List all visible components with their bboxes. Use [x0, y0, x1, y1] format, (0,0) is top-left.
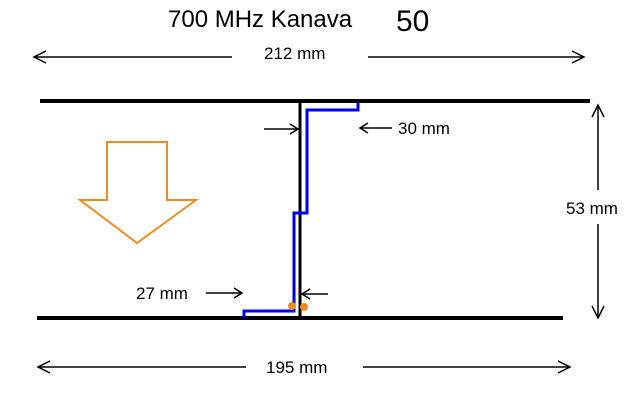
feed-line — [242, 103, 360, 318]
diagram-title: 700 MHz Kanava — [168, 6, 353, 33]
top-width-dimension — [32, 50, 586, 64]
upper-gap-dimension — [264, 122, 392, 135]
upper-gap-label: 30 mm — [398, 119, 450, 138]
channel-number: 50 — [396, 5, 429, 38]
height-dimension — [591, 103, 605, 320]
feed-point-left — [288, 302, 296, 310]
top-width-label: 212 mm — [264, 44, 325, 63]
bottom-width-dimension — [36, 360, 572, 374]
lower-gap-dimension — [206, 287, 328, 300]
bottom-width-label: 195 mm — [266, 358, 327, 377]
down-arrow-outline-icon — [77, 141, 200, 245]
feed-point-right — [300, 303, 308, 311]
lower-gap-label: 27 mm — [136, 284, 188, 303]
height-label: 53 mm — [566, 199, 618, 218]
